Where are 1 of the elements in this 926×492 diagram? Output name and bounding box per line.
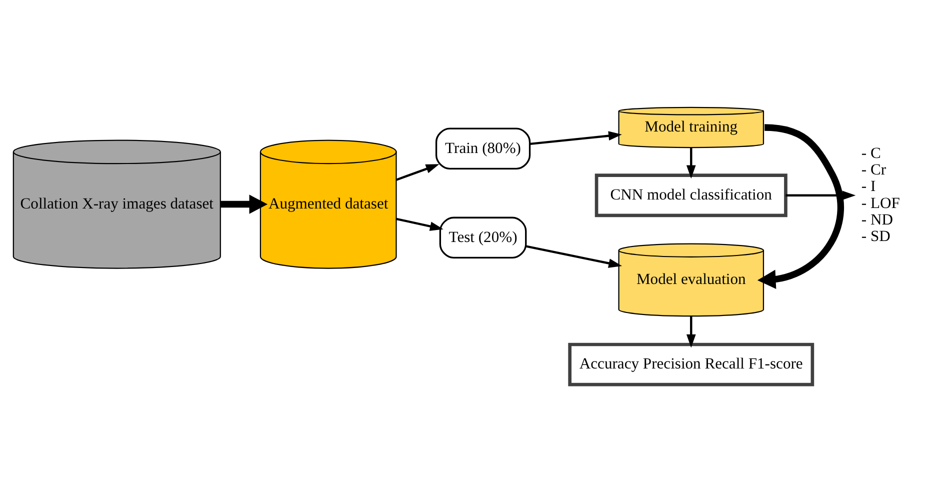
node-text: - C - Cr - I - LOF - ND - SD (861, 144, 900, 246)
